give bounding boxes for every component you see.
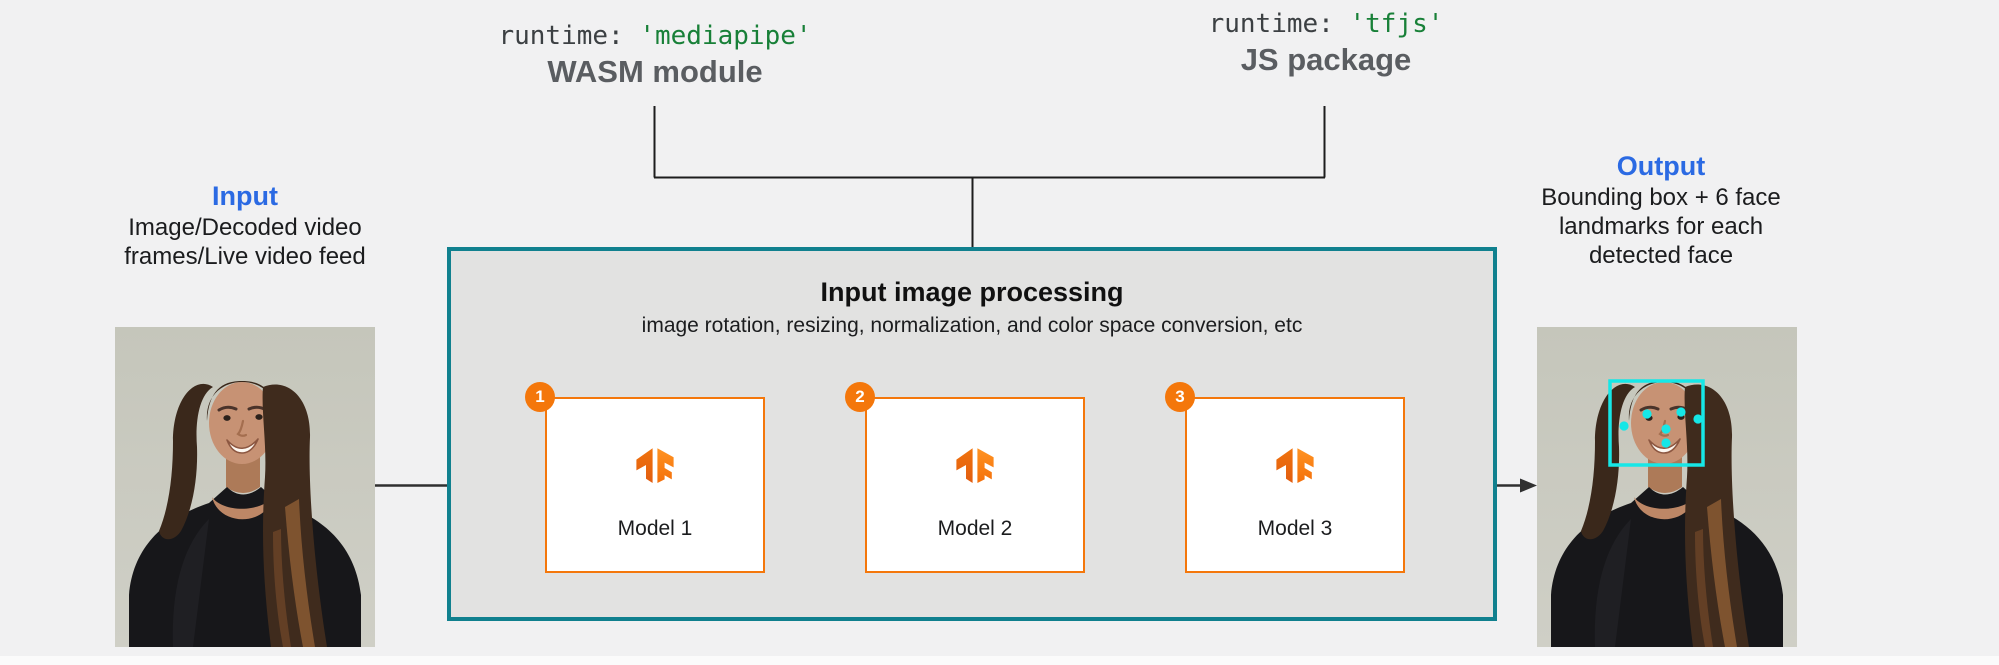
input-title: Input	[212, 181, 278, 211]
tensorflow-logo-icon	[625, 435, 685, 495]
code-key: runtime:	[1208, 9, 1334, 39]
output-photo	[1537, 327, 1797, 647]
face-detection-overlay	[1608, 379, 1705, 467]
processing-box-subtitle: image rotation, resizing, normalization,…	[641, 314, 1303, 337]
face-landmark-dot	[1661, 424, 1671, 434]
face-bounding-box	[1608, 379, 1705, 467]
output-description-line: Bounding box + 6 face	[1541, 184, 1781, 211]
face-landmark-dot	[1619, 421, 1629, 431]
code-value: 'tfjs'	[1349, 9, 1444, 39]
processing-box-title: Input image processing	[820, 277, 1124, 307]
code-key: runtime:	[498, 21, 624, 51]
model-label: Model 2	[937, 517, 1013, 540]
input-description-line: Image/Decoded video	[128, 214, 362, 241]
model-label: Model 3	[1257, 517, 1333, 540]
runtime-mediapipe-label: runtime: 'mediapipe' WASM module	[498, 20, 811, 90]
input-photo	[115, 327, 375, 647]
runtime-subtitle: WASM module	[547, 54, 763, 89]
output-description-line: detected face	[1588, 242, 1734, 269]
runtime-code-line: runtime: 'tfjs'	[1209, 8, 1444, 40]
face-landmark-dot	[1642, 409, 1652, 419]
tensorflow-logo-icon	[945, 435, 1005, 495]
model-label: Model 1	[617, 517, 693, 540]
output-label: Output Bounding box + 6 face landmarks f…	[1541, 150, 1781, 270]
face-landmark-dot	[1676, 407, 1686, 417]
runtime-subtitle: JS package	[1240, 42, 1412, 77]
bottom-edge-strip	[0, 656, 1999, 665]
face-landmark-dot	[1661, 438, 1671, 448]
input-description-line: frames/Live video feed	[124, 243, 366, 270]
tensorflow-logo-icon	[1265, 435, 1325, 495]
runtime-tfjs-label: runtime: 'tfjs' JS package	[1209, 8, 1444, 78]
step-badge: 2	[845, 382, 875, 412]
input-label: Input Image/Decoded video frames/Live vi…	[124, 180, 365, 271]
output-title: Output	[1616, 151, 1706, 181]
model-2-card: 2 Model 2	[845, 382, 1085, 573]
runtime-code-line: runtime: 'mediapipe'	[498, 20, 811, 52]
step-badge: 3	[1165, 382, 1195, 412]
model-1-card: 1 Model 1	[525, 382, 765, 573]
step-badge: 1	[525, 382, 555, 412]
output-description-line: landmarks for each	[1558, 213, 1764, 240]
model-3-card: 3 Model 3	[1165, 382, 1405, 573]
face-landmark-dot	[1693, 414, 1703, 424]
code-value: 'mediapipe'	[639, 21, 812, 51]
